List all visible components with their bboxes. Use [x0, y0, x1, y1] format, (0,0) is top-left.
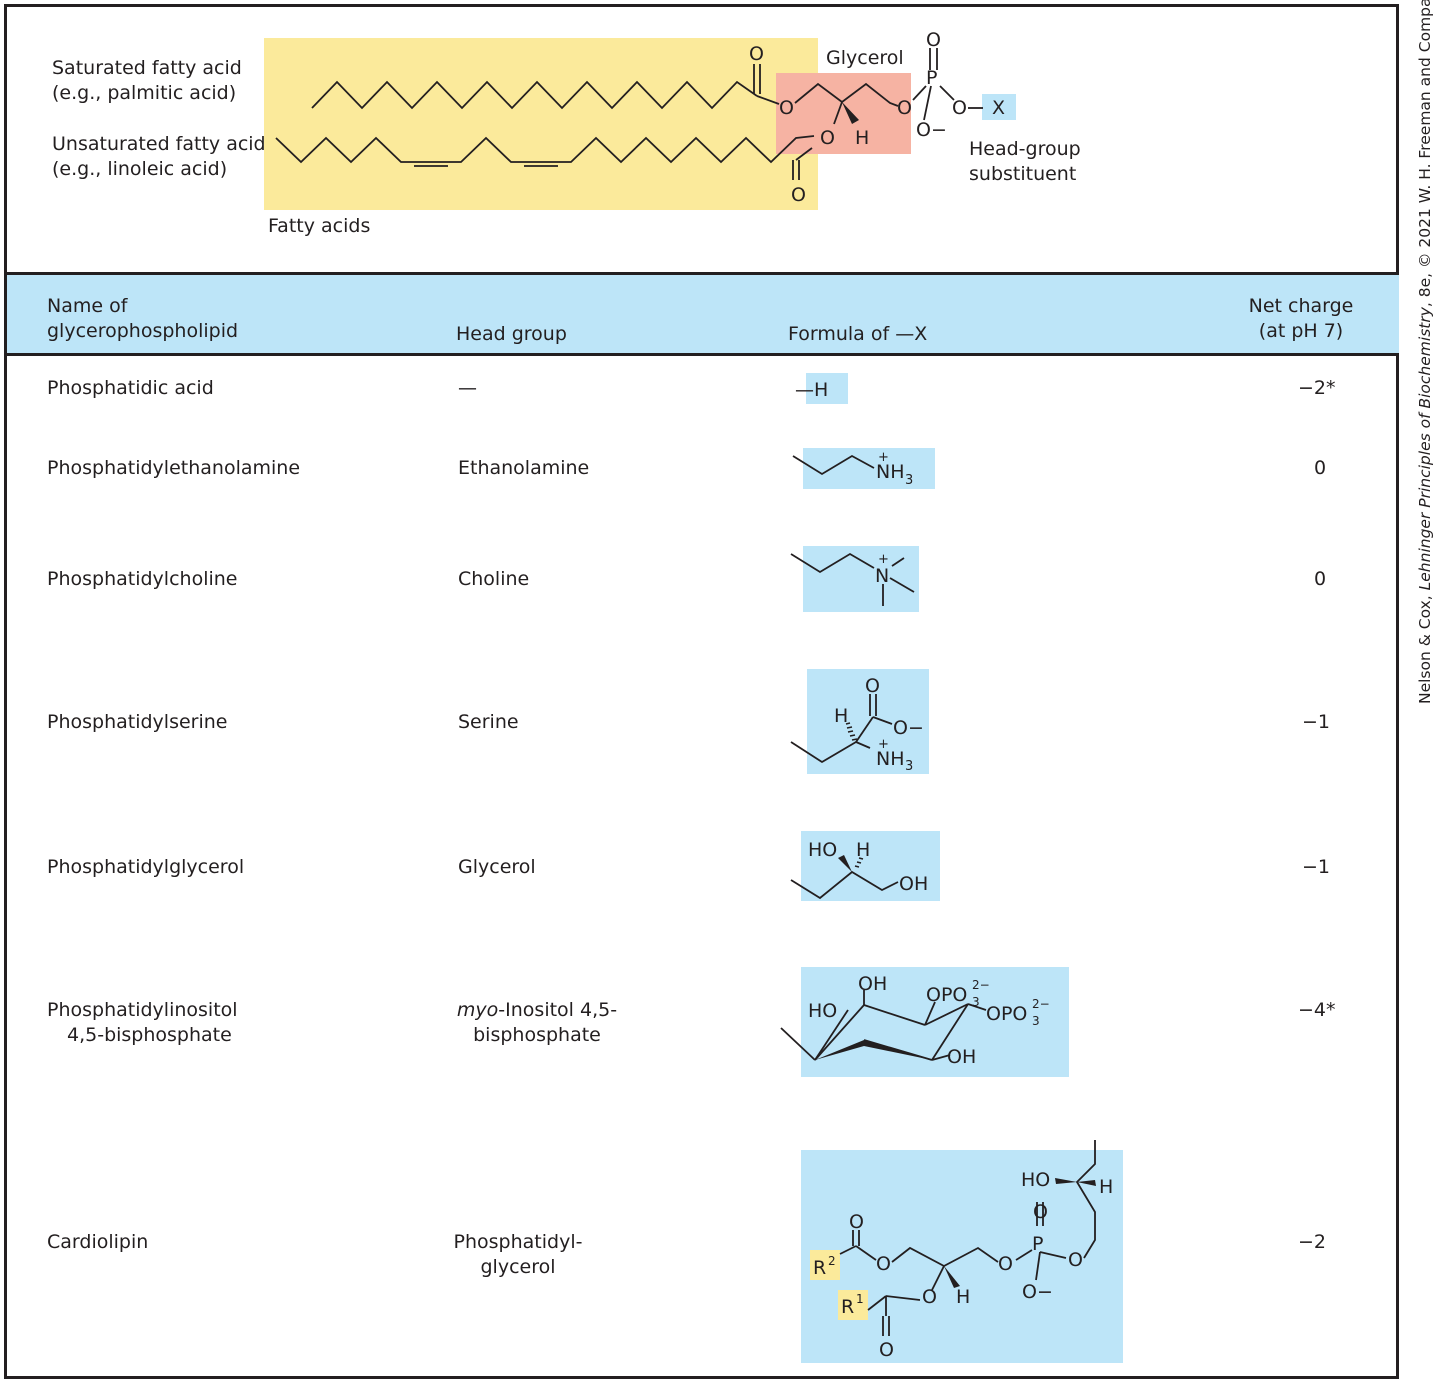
figure-frame: [4, 4, 1399, 1379]
svg-text:NH: NH: [876, 461, 905, 483]
row-head-group: Ethanolamine: [458, 457, 590, 479]
glycerol-region: [776, 73, 911, 154]
svg-text:O: O: [1033, 1201, 1048, 1223]
row-name: Phosphatidylinositol 4,5-bisphosphate: [47, 999, 238, 1046]
row-head-group: —: [458, 377, 477, 399]
svg-text:OH: OH: [899, 873, 928, 895]
svg-text:O: O: [749, 43, 764, 65]
svg-text:O: O: [922, 1286, 937, 1308]
svg-text:1: 1: [856, 1292, 864, 1306]
svg-text:O: O: [897, 97, 912, 119]
header-charge: Net charge (at pH 7): [1248, 295, 1354, 342]
svg-text:OPO: OPO: [986, 1003, 1027, 1025]
row-charge: −1: [1302, 856, 1331, 878]
svg-text:R: R: [813, 1257, 826, 1279]
row-name: Phosphatidylethanolamine: [47, 457, 301, 479]
header-name: Name of glycerophospholipid: [47, 295, 239, 342]
svg-text:X: X: [992, 97, 1005, 119]
saturated-label: Saturated fatty acid (e.g., palmitic aci…: [52, 57, 242, 104]
svg-text:O: O: [779, 97, 794, 119]
row-name: Cardiolipin: [47, 1231, 149, 1253]
row-charge: −4*: [1298, 999, 1336, 1021]
row-head-group: Choline: [458, 568, 530, 590]
svg-text:H: H: [856, 839, 870, 861]
svg-text:P: P: [926, 67, 937, 89]
svg-text:O: O: [791, 184, 806, 206]
fatty-acids-label: Fatty acids: [268, 215, 371, 237]
row-head-group: Serine: [458, 711, 519, 733]
table-header: [7, 272, 1399, 356]
phospholipid-structure: O O O H O O P O X O− O: [264, 29, 1016, 210]
svg-text:OH: OH: [947, 1046, 976, 1068]
head-group-region: [982, 94, 1016, 120]
svg-text:P: P: [1032, 1233, 1043, 1255]
formula-pc: N +: [790, 552, 915, 606]
svg-text:2−: 2−: [1032, 997, 1050, 1011]
row-name: Phosphatidylglycerol: [47, 856, 245, 878]
row-charge: 0: [1314, 457, 1327, 479]
header-head-group: Head group: [456, 323, 567, 345]
svg-text:HO: HO: [1021, 1169, 1050, 1191]
svg-text:H: H: [956, 1286, 970, 1308]
svg-text:H: H: [834, 705, 848, 727]
svg-text:+: +: [878, 450, 889, 465]
svg-text:OH: OH: [858, 973, 887, 995]
formula-ps: O H O− NH 3 +: [790, 675, 924, 774]
unsaturated-chain: [275, 135, 815, 164]
formula-pa: —H: [795, 379, 828, 401]
svg-text:O−: O−: [1022, 1281, 1053, 1303]
svg-text:O: O: [998, 1253, 1013, 1275]
svg-text:O: O: [849, 1211, 864, 1233]
row-name: Phosphatidic acid: [47, 377, 214, 399]
formula-pe: NH 3 +: [792, 450, 913, 488]
svg-text:3: 3: [1032, 1014, 1040, 1028]
svg-text:O: O: [926, 29, 941, 51]
svg-text:3: 3: [905, 473, 913, 488]
svg-text:HO: HO: [808, 839, 837, 861]
svg-text:H: H: [855, 127, 869, 149]
head-group-label: Head-group substituent: [969, 138, 1081, 185]
credit-line: Nelson & Cox, Lehninger Principles of Bi…: [1416, 0, 1434, 704]
row-name: Phosphatidylcholine: [47, 568, 238, 590]
svg-text:+: +: [878, 737, 889, 752]
svg-text:O: O: [865, 675, 880, 697]
svg-text:HO: HO: [808, 1000, 837, 1022]
svg-text:O: O: [876, 1253, 891, 1275]
header-formula: Formula of —X: [788, 323, 928, 345]
svg-text:H: H: [1099, 1176, 1113, 1198]
row-charge: −2*: [1298, 377, 1336, 399]
row-charge: 0: [1314, 568, 1327, 590]
unsaturated-label: Unsaturated fatty acid (e.g., linoleic a…: [52, 133, 266, 180]
svg-text:2−: 2−: [972, 978, 990, 992]
svg-text:3: 3: [905, 759, 913, 774]
formula-pg: HO H OH: [790, 839, 928, 900]
fatty-acid-region: [264, 38, 818, 210]
row-charge: −1: [1302, 711, 1331, 733]
svg-text:NH: NH: [876, 748, 905, 770]
row-head-group: Phosphatidyl- glycerol: [453, 1231, 583, 1278]
svg-text:O: O: [952, 97, 967, 119]
svg-text:R: R: [841, 1296, 854, 1318]
svg-text:O: O: [879, 1339, 894, 1361]
glycerol-label: Glycerol: [826, 47, 904, 69]
svg-text:—H: —H: [795, 379, 828, 401]
row-head-group: Glycerol: [458, 856, 536, 878]
svg-text:OPO: OPO: [926, 984, 967, 1006]
svg-text:N: N: [875, 565, 889, 587]
svg-text:O: O: [1068, 1249, 1083, 1271]
row-charge: −2: [1298, 1231, 1327, 1253]
row-name: Phosphatidylserine: [47, 711, 228, 733]
saturated-chain: [311, 80, 758, 110]
row-head-group: myo-Inositol 4,5- bisphosphate: [456, 999, 618, 1046]
svg-text:O: O: [820, 127, 835, 149]
svg-text:O−: O−: [916, 119, 947, 141]
svg-text:3: 3: [972, 995, 980, 1009]
svg-text:O−: O−: [893, 717, 924, 739]
formula-cl: HO H O O P O O O O H O− O R R 2 1: [810, 1140, 1113, 1361]
svg-text:+: +: [878, 552, 889, 567]
formula-pip2: OH HO OPO OPO 3 2− 3 2− OH: [780, 973, 1050, 1068]
svg-text:2: 2: [828, 1254, 836, 1268]
